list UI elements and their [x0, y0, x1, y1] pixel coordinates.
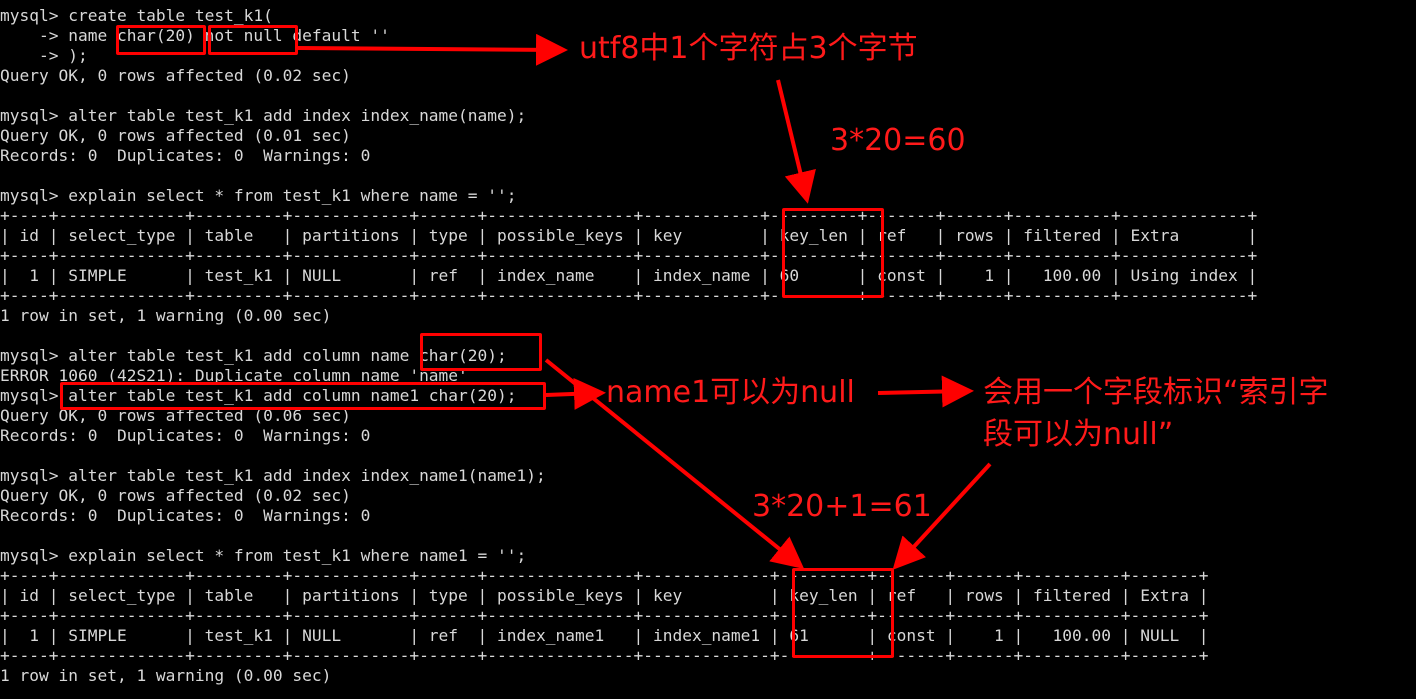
annotation-flag-line2: 段可以为null” [983, 417, 1174, 452]
arrow-utf8-to-keylen [776, 79, 816, 204]
highlight-keylen-60-box [782, 208, 884, 298]
arrow-dup-to-keylen61 [544, 358, 805, 570]
table-border: +----+-------------+---------+----------… [0, 606, 1209, 625]
table-row: | 1 | SIMPLE | test_k1 | NULL | ref | in… [0, 266, 1258, 285]
annotation-calc-61: 3*20+1=61 [752, 489, 932, 524]
terminal-line: Query OK, 0 rows affected (0.01 sec) [0, 126, 351, 145]
terminal-line: mysql> explain select * from test_k1 whe… [0, 546, 527, 565]
highlight-keylen-61-box [792, 568, 894, 658]
terminal-line: 1 row in set, 1 warning (0.00 sec) [0, 666, 332, 685]
terminal-line: Query OK, 0 rows affected (0.02 sec) [0, 486, 351, 505]
terminal-line: mysql> alter table test_k1 add index ind… [0, 106, 527, 125]
table-header-row: | id | select_type | table | partitions … [0, 226, 1258, 245]
terminal-line: -> name char(20) not null default '' [0, 26, 390, 45]
arrow-flag-to-keylen61 [892, 462, 992, 570]
table-border: +----+-------------+---------+----------… [0, 206, 1258, 225]
highlight-char20-box [116, 25, 206, 55]
terminal-line: Records: 0 Duplicates: 0 Warnings: 0 [0, 506, 371, 525]
annotation-name1-null: name1可以为null [606, 375, 855, 410]
annotation-utf8: utf8中1个字符占3个字节 [579, 31, 918, 66]
terminal-line: 1 row in set, 1 warning (0.00 sec) [0, 306, 332, 325]
arrow-name1-to-flag [877, 375, 974, 408]
table-row: | 1 | SIMPLE | test_k1 | NULL | ref | in… [0, 626, 1209, 645]
terminal-line: mysql> explain select * from test_k1 whe… [0, 186, 517, 205]
terminal-line: Records: 0 Duplicates: 0 Warnings: 0 [0, 146, 371, 165]
terminal-line: Query OK, 0 rows affected (0.02 sec) [0, 66, 351, 85]
highlight-add-name1-box [60, 382, 546, 410]
highlight-char20-dup-box [420, 333, 542, 371]
terminal-line: -> ); [0, 46, 88, 65]
table-border: +----+-------------+---------+----------… [0, 286, 1258, 305]
arrow-notnull-to-utf8 [297, 33, 568, 66]
table-border: +----+-------------+---------+----------… [0, 246, 1258, 265]
highlight-notnull-box [208, 25, 298, 55]
terminal-line: mysql> create table test_k1( [0, 6, 273, 25]
table-header-row: | id | select_type | table | partitions … [0, 586, 1209, 605]
terminal-line: mysql> alter table test_k1 add column na… [0, 346, 507, 365]
terminal-line: mysql> alter table test_k1 add index ind… [0, 466, 546, 485]
table-border: +----+-------------+---------+----------… [0, 566, 1209, 585]
terminal-line: Records: 0 Duplicates: 0 Warnings: 0 [0, 426, 371, 445]
terminal-line: Query OK, 0 rows affected (0.06 sec) [0, 406, 351, 425]
terminal-line: mysql> alter table test_k1 add column na… [0, 386, 517, 405]
annotation-flag-line1: 会用一个字段标识“索引字 [983, 375, 1329, 410]
table-border: +----+-------------+---------+----------… [0, 646, 1209, 665]
annotation-calc-60: 3*20=60 [830, 123, 966, 158]
